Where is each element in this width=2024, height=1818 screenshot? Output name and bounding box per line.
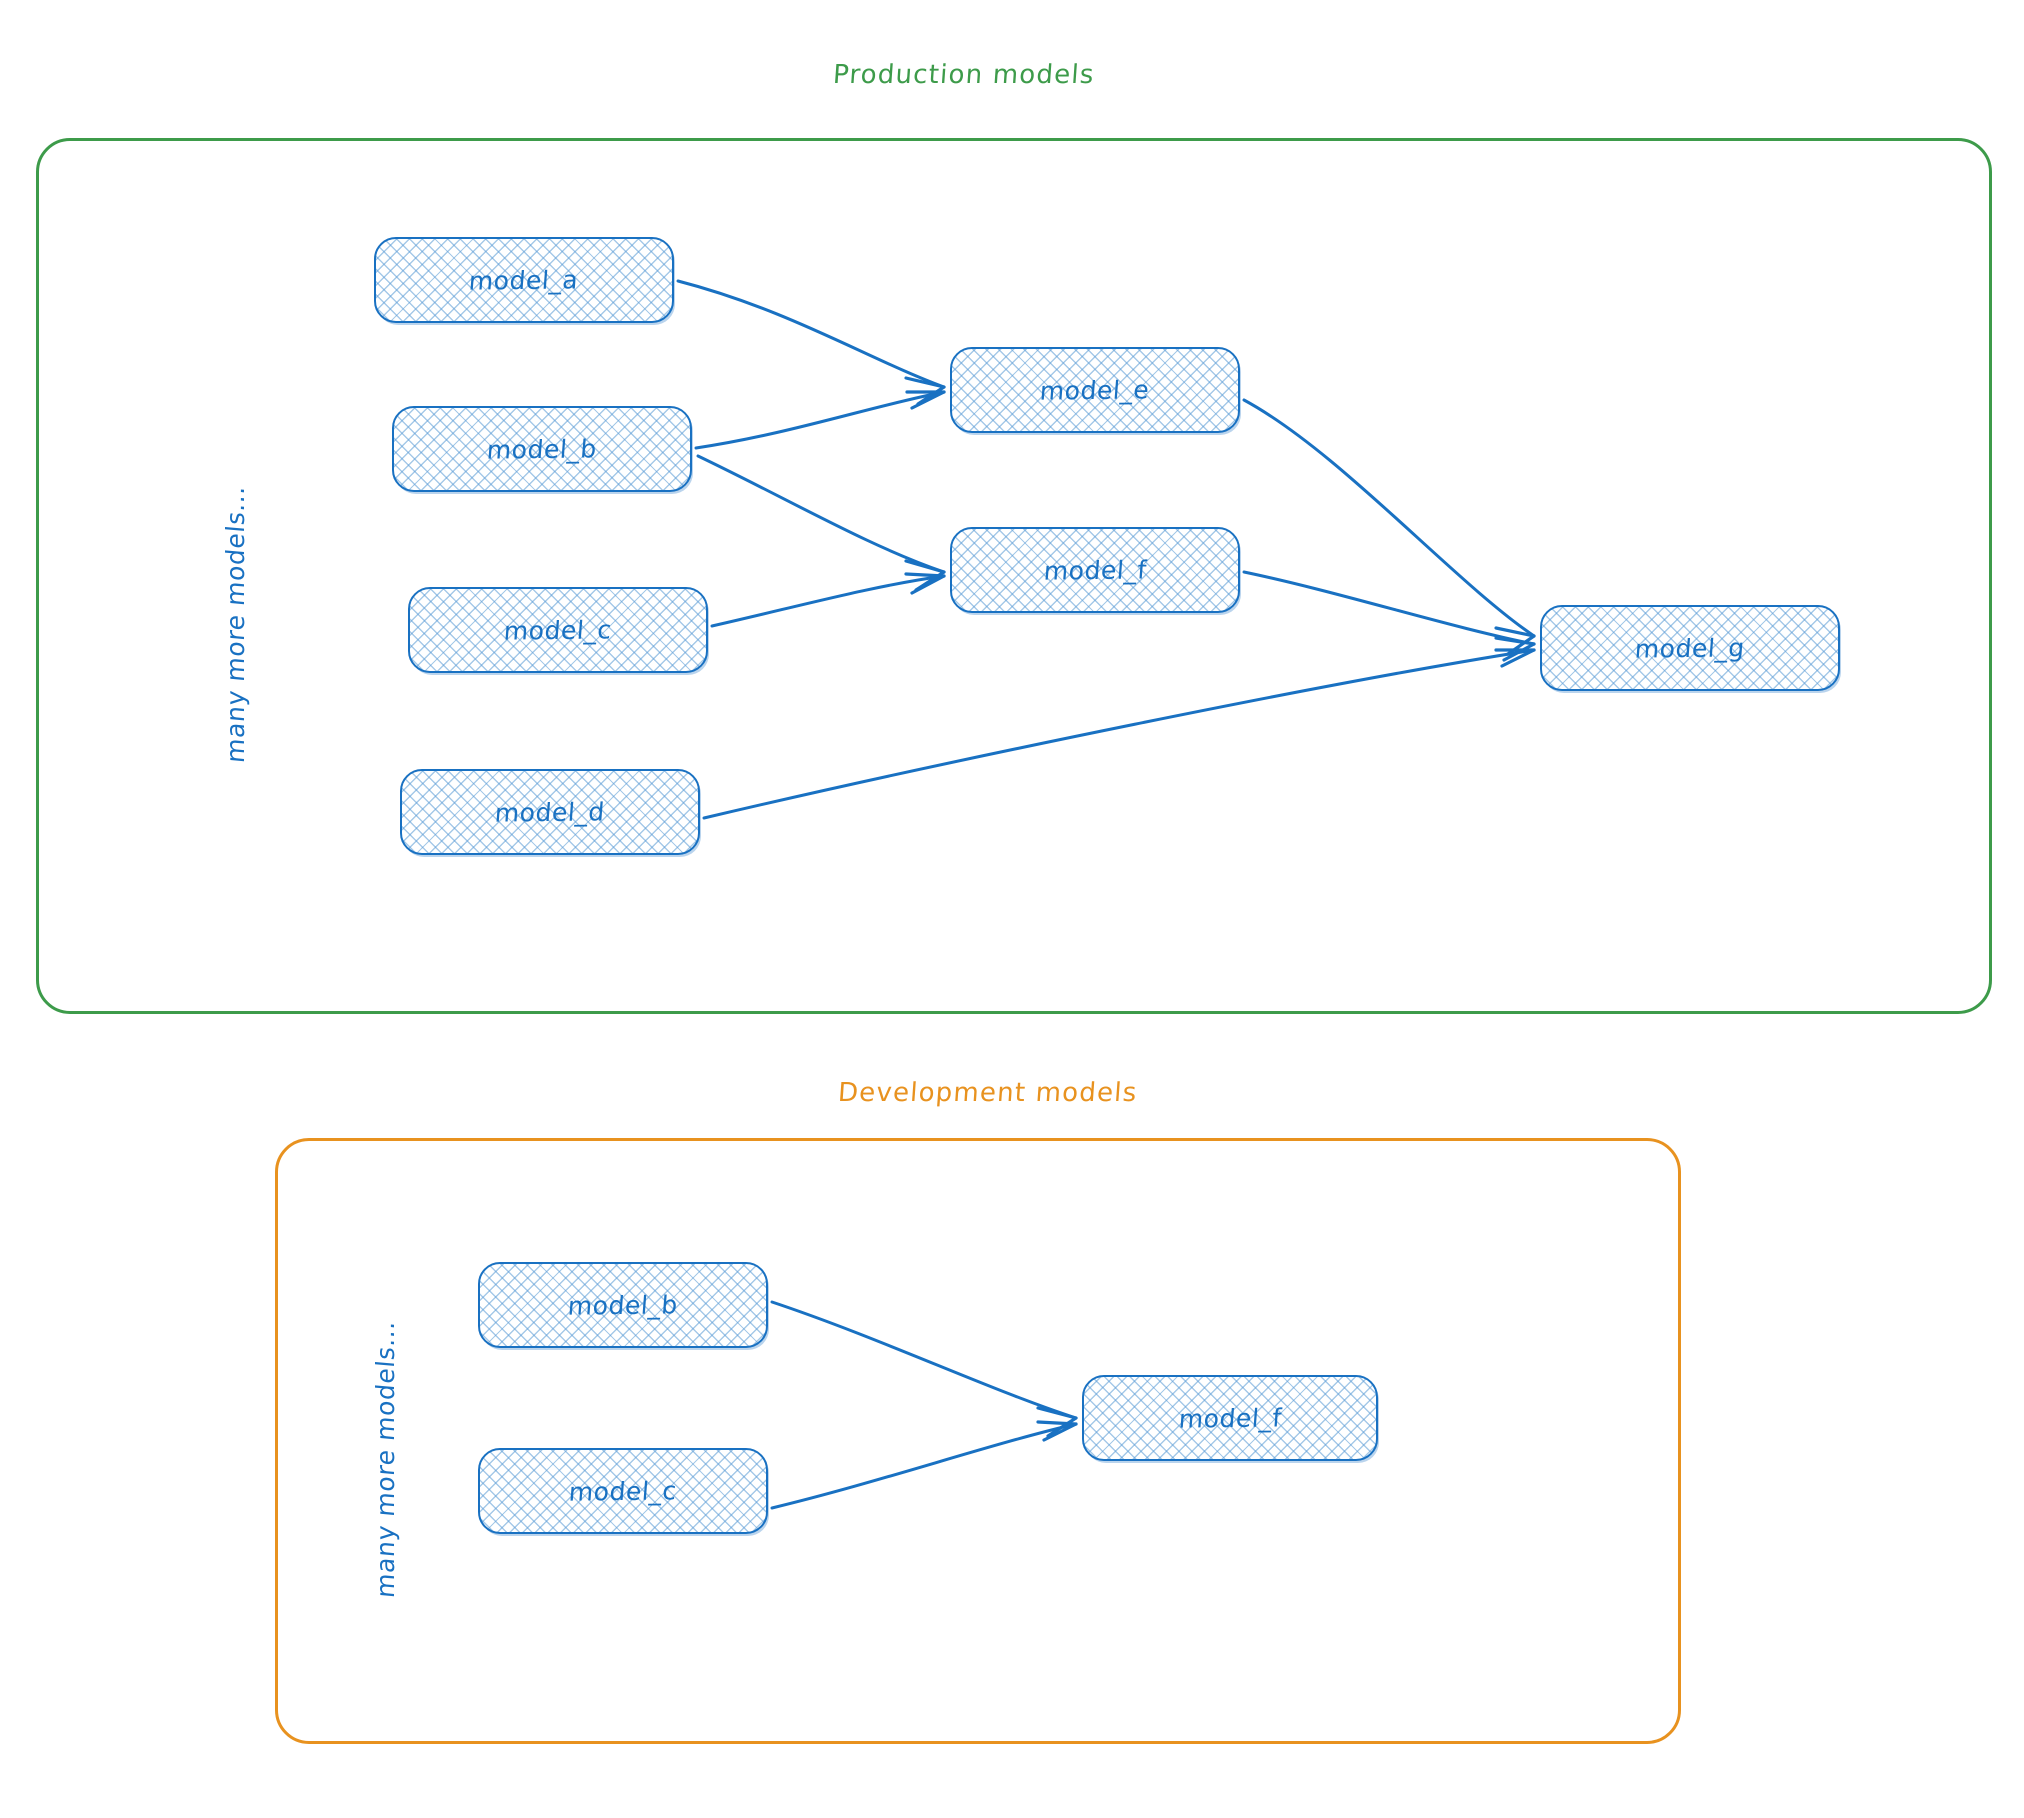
production-group-title: Production models xyxy=(831,60,1096,90)
node-dev-model-c[interactable]: model_c xyxy=(478,1448,768,1534)
node-label: model_c xyxy=(568,1475,678,1507)
production-side-caption: many more models... xyxy=(221,484,250,764)
development-side-caption: many more models... xyxy=(371,1319,400,1599)
node-label: model_c xyxy=(503,614,613,646)
node-prod-model-c[interactable]: model_c xyxy=(408,587,708,673)
development-group-frame xyxy=(275,1138,1681,1744)
node-label: model_b xyxy=(485,433,599,465)
node-prod-model-g[interactable]: model_g xyxy=(1540,605,1840,691)
node-label: model_f xyxy=(1177,1402,1283,1434)
node-dev-model-b[interactable]: model_b xyxy=(478,1262,768,1348)
node-label: model_f xyxy=(1042,554,1148,586)
node-label: model_b xyxy=(566,1289,680,1321)
node-dev-model-f[interactable]: model_f xyxy=(1082,1375,1378,1461)
node-prod-model-f[interactable]: model_f xyxy=(950,527,1240,613)
development-group-title: Development models xyxy=(836,1078,1139,1108)
production-group-frame xyxy=(36,138,1992,1014)
node-prod-model-e[interactable]: model_e xyxy=(950,347,1240,433)
node-label: model_d xyxy=(493,796,607,828)
node-label: model_g xyxy=(1633,632,1747,664)
node-label: model_a xyxy=(468,264,580,296)
node-label: model_e xyxy=(1039,374,1151,406)
node-prod-model-b[interactable]: model_b xyxy=(392,406,692,492)
node-prod-model-a[interactable]: model_a xyxy=(374,237,674,323)
node-prod-model-d[interactable]: model_d xyxy=(400,769,700,855)
